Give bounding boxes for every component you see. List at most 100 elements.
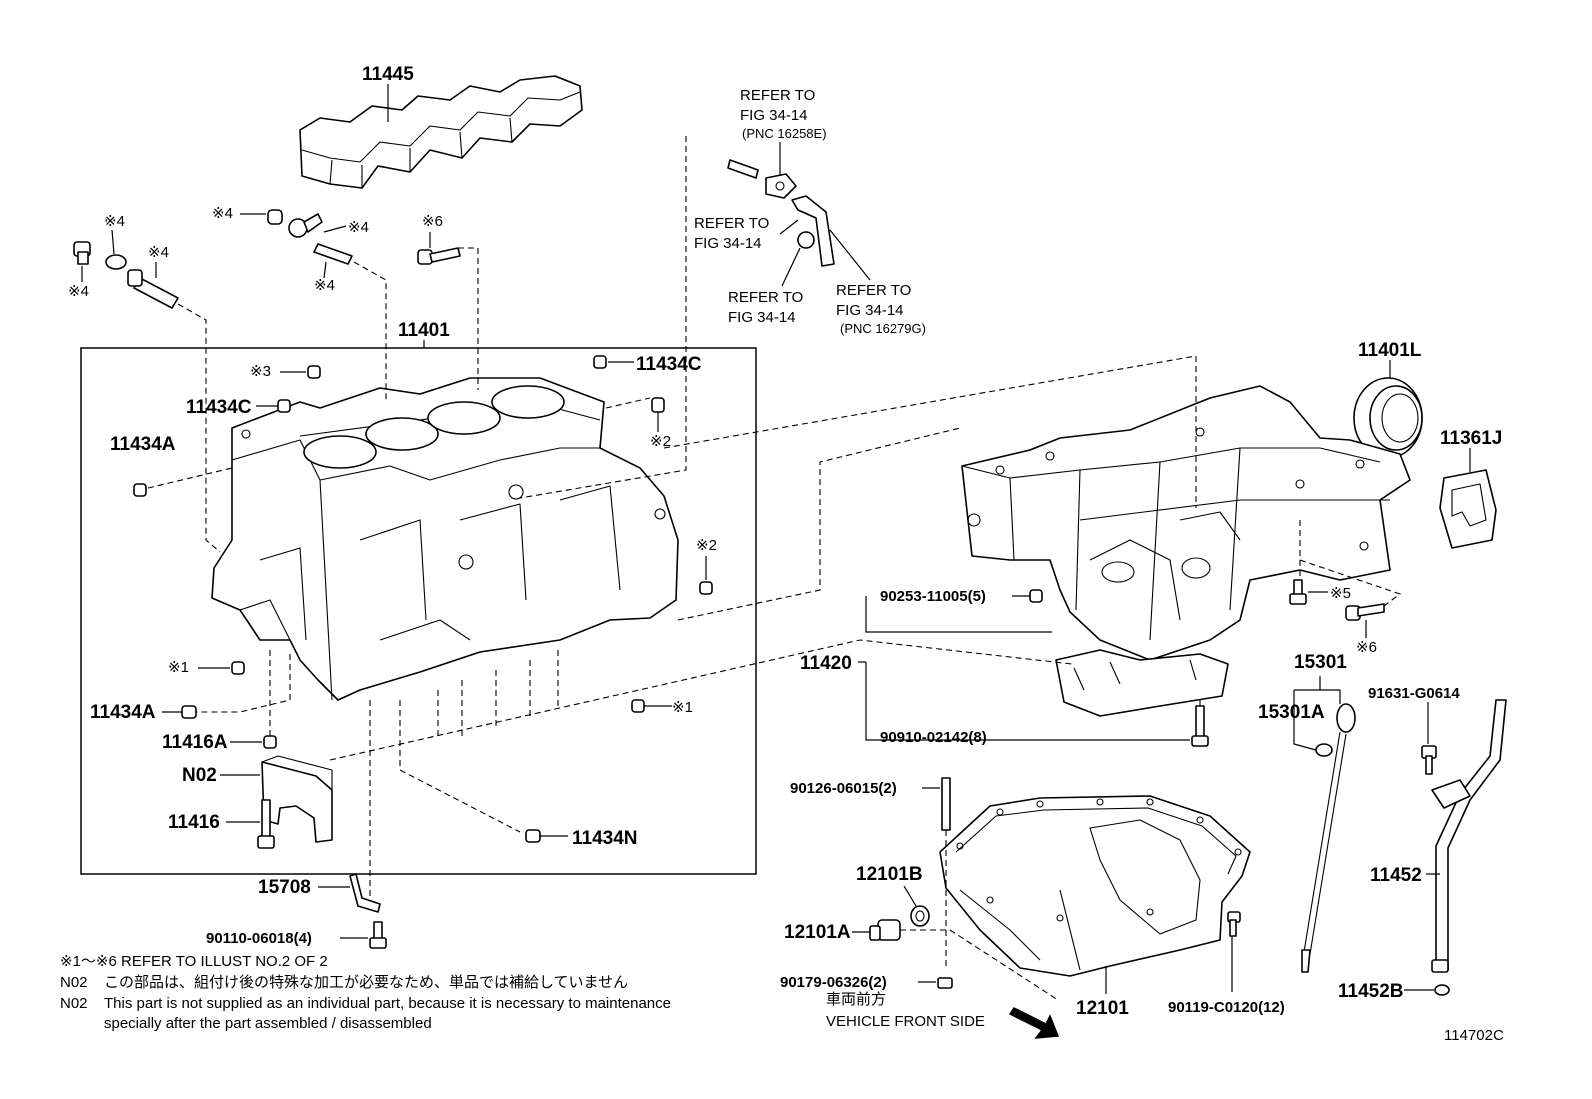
svg-text:(PNC 16258E): (PNC 16258E): [742, 126, 827, 141]
mark-1a: ※1: [168, 659, 189, 676]
note-line-1: ※1～※6 REFER TO ILLUST NO.2 OF 2: [60, 953, 328, 970]
bolt-fastener: [1421, 745, 1437, 775]
oil-pan-part: [939, 795, 1251, 977]
nut-fastener: [797, 231, 815, 249]
illustration-number: 114702C: [1444, 1027, 1504, 1044]
label-90910: 90910-02142(8): [880, 729, 987, 746]
mark-2b: ※2: [696, 537, 717, 554]
refer-group-3: REFER TO FIG 34-14: [728, 289, 803, 326]
bearing-cap-part: [1055, 649, 1229, 717]
svg-text:FIG 34-14: FIG 34-14: [728, 309, 796, 326]
label-11434C-left: 11434C: [186, 397, 252, 418]
bolt-fastener: [1227, 911, 1241, 937]
mark-5: ※5: [1330, 585, 1351, 602]
mark-4e: ※4: [348, 219, 369, 236]
label-12101: 12101: [1076, 998, 1129, 1019]
oil-seal-part: [1353, 377, 1423, 459]
svg-text:REFER TO: REFER TO: [836, 282, 911, 299]
label-12101B: 12101B: [856, 864, 923, 885]
label-N02: N02: [182, 765, 217, 786]
pipe-part: [791, 195, 835, 267]
svg-text:REFER TO: REFER TO: [728, 289, 803, 306]
note-n02-jp-text: この部品は、組付け後の特殊な加工が必要なため、単品では補給していません: [104, 974, 628, 991]
nut-fastener: [937, 977, 953, 989]
gasket-part: [910, 905, 930, 927]
gasket-part: [765, 173, 797, 199]
svg-text:(PNC 16279G): (PNC 16279G): [840, 321, 926, 336]
label-11445: 11445: [362, 64, 414, 85]
mark-4c: ※4: [148, 244, 169, 261]
label-91631: 91631-G0614: [1368, 685, 1460, 702]
dowel-pin: [631, 699, 645, 713]
svg-text:REFER TO: REFER TO: [694, 215, 769, 232]
dowel-pin: [307, 365, 321, 379]
dowel-pin: [525, 829, 541, 843]
label-90119: 90119-C0120(12): [1168, 999, 1285, 1016]
stud-bolt: [417, 247, 461, 265]
dowel-pin: [593, 355, 607, 369]
svg-text:FIG 34-14: FIG 34-14: [740, 107, 808, 124]
bolt-fastener: [1191, 705, 1209, 747]
label-15301: 15301: [1294, 652, 1347, 673]
mark-2a: ※2: [650, 433, 671, 450]
mark-4a: ※4: [104, 213, 125, 230]
dowel-pin: [263, 735, 277, 749]
label-11434A-lower: 11434A: [90, 702, 156, 723]
insulator-part: [299, 75, 583, 189]
mark-6a: ※6: [422, 213, 443, 230]
mark-6b: ※6: [1356, 639, 1377, 656]
mark-4f: ※4: [314, 277, 335, 294]
bearing-cap-part: [261, 755, 333, 843]
refer-group-1: REFER TO FIG 34-14 (PNC 16258E): [740, 87, 827, 141]
dowel-pin: [277, 399, 291, 413]
union-fastener: [267, 209, 353, 265]
bolt-fastener: [257, 799, 275, 849]
block-group-frame: [80, 347, 757, 875]
vehicle-front-arrow-icon: [1008, 1007, 1060, 1039]
dowel-pin: [231, 661, 245, 675]
o-ring-part: [1315, 743, 1333, 757]
stud-bolt: [727, 159, 759, 179]
oil-nozzle-part: [349, 873, 381, 913]
dowel-pin: [651, 397, 665, 413]
svg-text:REFER TO: REFER TO: [740, 87, 815, 104]
svg-text:FIG 34-14: FIG 34-14: [836, 302, 904, 319]
note-n02-en-text-2: specially after the part assembled / dis…: [104, 1015, 432, 1032]
label-11416A: 11416A: [162, 732, 228, 753]
note-n02-en-text: This part is not supplied as an individu…: [104, 995, 671, 1012]
cover-part: [1439, 469, 1497, 549]
label-90253: 90253-11005(5): [880, 588, 986, 605]
label-11452B: 11452B: [1338, 981, 1404, 1002]
drain-plug-part: [869, 919, 901, 941]
label-11434A-upper: 11434A: [110, 434, 176, 455]
label-90179: 90179-06326(2): [780, 974, 887, 991]
dowel-pin: [1029, 589, 1043, 603]
dowel-pin: [133, 483, 147, 497]
bolt-fastener: [73, 241, 179, 309]
mark-3: ※3: [250, 363, 271, 380]
stud-bolt: [941, 777, 951, 831]
mark-4d: ※4: [212, 205, 233, 222]
label-12101A: 12101A: [784, 922, 851, 943]
label-15301A: 15301A: [1258, 702, 1325, 723]
svg-text:FIG 34-14: FIG 34-14: [694, 235, 762, 252]
refer-group-4: REFER TO FIG 34-14 (PNC 16279G): [836, 282, 926, 336]
note-n02-jp-code: N02: [60, 974, 88, 991]
mark-1b: ※1: [672, 699, 693, 716]
label-11434N: 11434N: [572, 828, 638, 849]
vehicle-front-en: VEHICLE FRONT SIDE: [826, 1013, 985, 1030]
bolt-fastener: [1345, 603, 1385, 621]
label-11416: 11416: [168, 812, 220, 833]
guide-tube-part: [1431, 699, 1507, 973]
label-11420: 11420: [800, 653, 852, 674]
bolt-fastener: [1289, 579, 1307, 605]
dipstick-part: [1301, 703, 1356, 973]
mark-4b: ※4: [68, 283, 89, 300]
bolt-fastener: [369, 921, 387, 949]
label-11401L: 11401L: [1358, 340, 1422, 361]
label-11401: 11401: [398, 320, 450, 341]
dowel-pin: [699, 581, 713, 595]
refer-group-2: REFER TO FIG 34-14: [694, 215, 769, 252]
label-15708: 15708: [258, 877, 311, 898]
